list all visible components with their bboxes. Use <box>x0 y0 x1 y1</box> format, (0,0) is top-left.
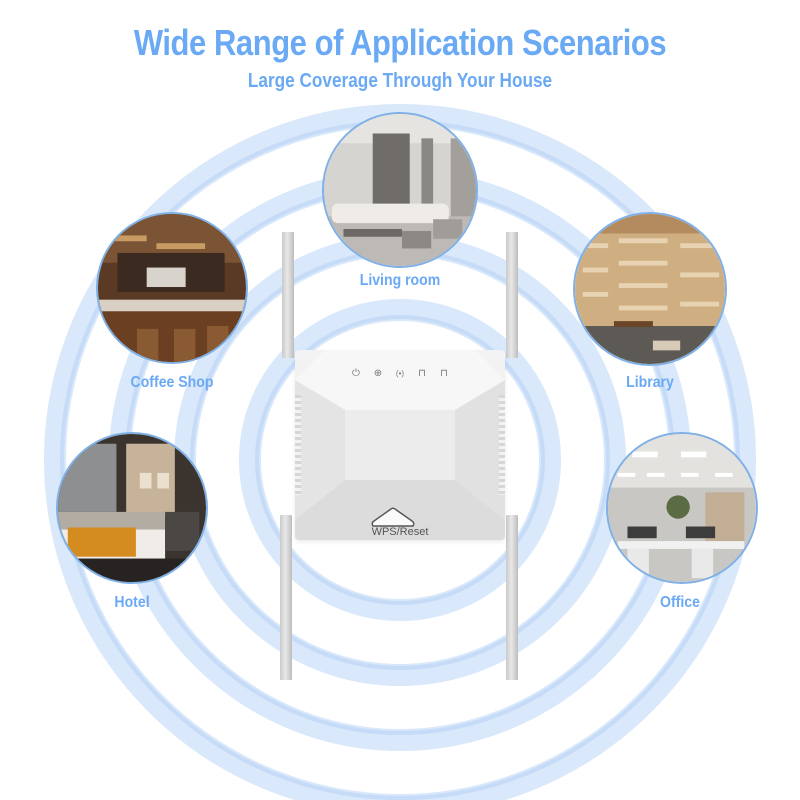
wps-reset-button[interactable] <box>369 506 417 530</box>
power-icon: ⏻ <box>352 368 360 379</box>
scenario-label-living-room: Living room <box>359 272 441 289</box>
wifi-extender-device: ⏻ ⊕ (•) ⊓ ⊓ WPS/Reset <box>295 350 505 540</box>
ethernet-port-icon: ⊓ <box>440 368 448 379</box>
antenna-bottom-left <box>280 515 292 680</box>
scenario-image-coffee-shop <box>96 212 248 364</box>
page-title: Wide Range of Application Scenarios <box>133 22 667 63</box>
scenario-label-office: Office <box>660 594 700 611</box>
antenna-top-right <box>506 232 518 358</box>
device-facets <box>295 350 505 540</box>
ethernet-port-icon: ⊓ <box>418 368 426 379</box>
scenario-image-living-room <box>322 112 478 268</box>
scenario-image-hotel <box>56 432 208 584</box>
side-vent-right <box>499 395 505 495</box>
wps-reset-label: WPS/Reset <box>371 526 429 538</box>
scenario-label-hotel: Hotel <box>114 594 150 611</box>
wifi-signal-icon: (•) <box>395 369 405 378</box>
antenna-bottom-right <box>506 515 518 680</box>
globe-icon: ⊕ <box>373 368 383 379</box>
led-indicator-row: ⏻ ⊕ (•) ⊓ ⊓ <box>295 368 505 380</box>
side-vent-left <box>295 395 301 495</box>
scenario-image-library <box>573 212 727 366</box>
page-subtitle: Large Coverage Through Your House <box>247 70 553 92</box>
scenario-image-office <box>606 432 758 584</box>
antenna-top-left <box>282 232 294 358</box>
scenario-label-coffee-shop: Coffee Shop <box>130 374 214 391</box>
scenario-label-library: Library <box>626 374 674 391</box>
